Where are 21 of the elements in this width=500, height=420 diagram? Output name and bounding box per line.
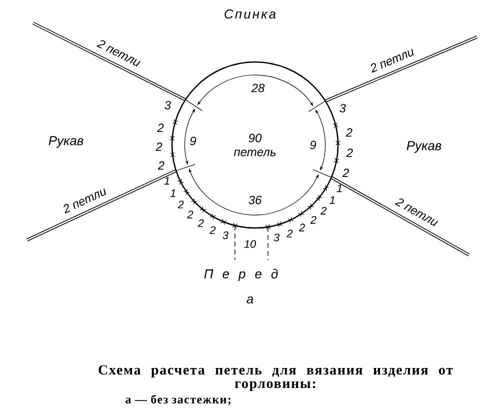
caption: Схема расчета петель для вязания изделия от горловины: <box>98 365 453 391</box>
stitch-count: 2 <box>210 226 216 234</box>
line-label: 2 петли <box>370 48 414 73</box>
figure-letter: а <box>246 296 254 304</box>
dimension-value: 9 <box>190 136 196 146</box>
dimension-value: 9 <box>310 140 316 150</box>
stitch-count: 2 <box>320 206 327 214</box>
caption-note: а — без застежки; <box>126 394 230 406</box>
stitch-count: 1 <box>336 184 342 192</box>
region-label: П е р е д <box>204 268 278 282</box>
region-label: Рукав <box>406 141 442 153</box>
stitch-count: 10 <box>244 240 256 248</box>
region-label: Рукав <box>48 136 84 148</box>
stitch-count: 2 <box>298 224 305 232</box>
stitch-count: 2 <box>178 200 184 208</box>
stitch-count: 1 <box>330 196 335 204</box>
stitch-count: 2 <box>198 219 204 227</box>
stitch-count: 1 <box>170 189 176 197</box>
dimension-value: 28 <box>251 84 265 92</box>
stitch-count: 2 <box>310 216 316 224</box>
region-label: Спинка <box>224 9 276 19</box>
